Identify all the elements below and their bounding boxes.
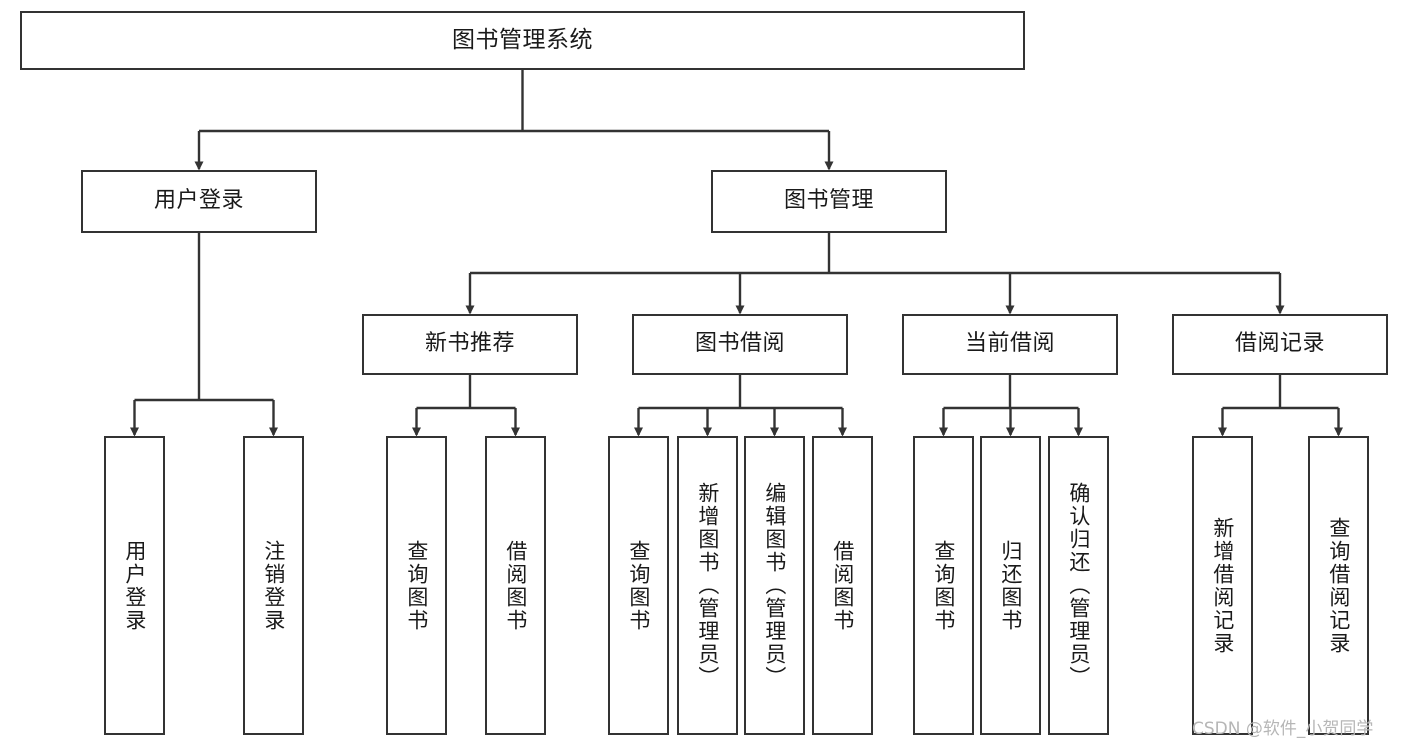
node-label: 查询图书 <box>404 539 429 632</box>
node-label: 查询借阅记录 <box>1326 516 1351 655</box>
node-label: 确认归还（管理员） <box>1066 482 1091 689</box>
node-label: 新增借阅记录 <box>1210 516 1235 655</box>
node-new-book-rec[interactable]: 新书推荐 <box>362 314 578 375</box>
node-leaf-logout[interactable]: 注销登录 <box>243 436 304 735</box>
node-leaf-query-rec[interactable]: 查询借阅记录 <box>1308 436 1369 735</box>
node-leaf-query-1[interactable]: 查询图书 <box>386 436 447 735</box>
node-leaf-borrow-1[interactable]: 借阅图书 <box>485 436 546 735</box>
node-label: 图书管理系统 <box>452 26 593 53</box>
node-current-borrow[interactable]: 当前借阅 <box>902 314 1118 375</box>
node-label: 借阅记录 <box>1234 331 1325 357</box>
node-label: 用户登录 <box>153 188 244 214</box>
node-leaf-confirm[interactable]: 确认归还（管理员） <box>1048 436 1109 735</box>
node-label: 查询图书 <box>626 539 651 632</box>
edge-group <box>130 70 1343 437</box>
node-root[interactable]: 图书管理系统 <box>20 11 1025 70</box>
node-leaf-borrow-2[interactable]: 借阅图书 <box>812 436 873 735</box>
node-label: 图书管理 <box>783 188 874 214</box>
node-label: 用户登录 <box>122 539 147 632</box>
node-label: 当前借阅 <box>964 331 1055 357</box>
node-label: 新书推荐 <box>424 331 515 357</box>
node-borrow-record[interactable]: 借阅记录 <box>1172 314 1388 375</box>
node-label: 注销登录 <box>261 539 286 632</box>
node-leaf-user-login[interactable]: 用户登录 <box>104 436 165 735</box>
node-label: 归还图书 <box>998 539 1023 632</box>
node-leaf-add-book[interactable]: 新增图书（管理员） <box>677 436 738 735</box>
node-label: 编辑图书（管理员） <box>762 482 787 689</box>
node-leaf-add-rec[interactable]: 新增借阅记录 <box>1192 436 1253 735</box>
node-label: 借阅图书 <box>503 539 528 632</box>
node-user-login[interactable]: 用户登录 <box>81 170 317 233</box>
watermark-text: CSDN @软件_小贺同学 <box>1192 719 1374 739</box>
node-label: 查询图书 <box>931 539 956 632</box>
node-book-manage[interactable]: 图书管理 <box>711 170 947 233</box>
node-leaf-query-3[interactable]: 查询图书 <box>913 436 974 735</box>
node-label: 图书借阅 <box>694 331 785 357</box>
node-leaf-query-2[interactable]: 查询图书 <box>608 436 669 735</box>
node-leaf-return[interactable]: 归还图书 <box>980 436 1041 735</box>
node-leaf-edit-book[interactable]: 编辑图书（管理员） <box>744 436 805 735</box>
node-label: 借阅图书 <box>830 539 855 632</box>
node-book-borrow[interactable]: 图书借阅 <box>632 314 848 375</box>
node-label: 新增图书（管理员） <box>695 482 720 689</box>
